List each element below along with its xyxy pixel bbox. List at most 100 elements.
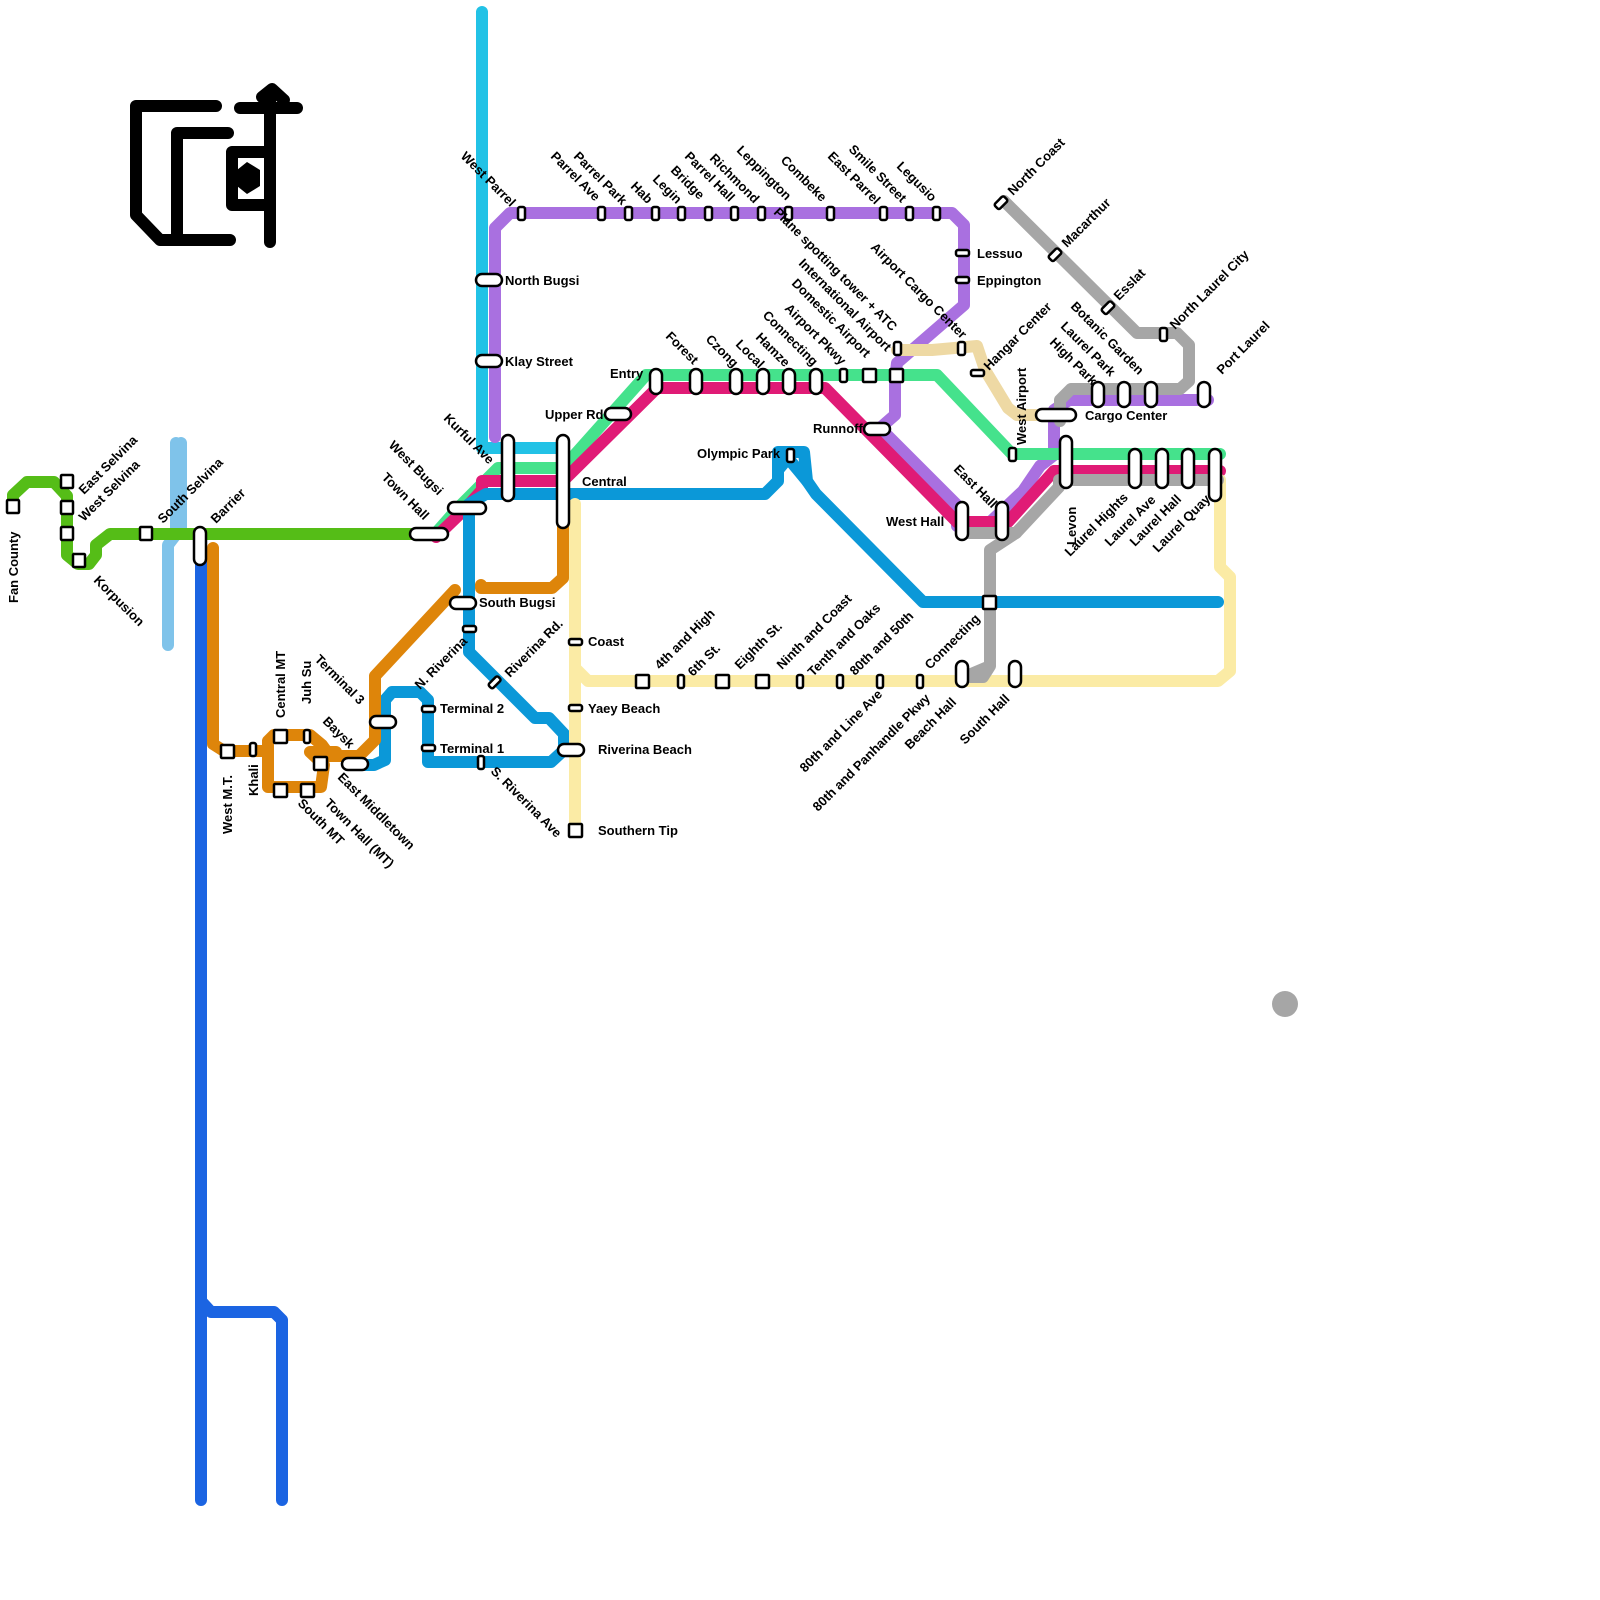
station-marker[interactable] (783, 205, 794, 222)
station-marker[interactable] (272, 728, 289, 745)
station-marker[interactable] (368, 714, 398, 730)
station-marker[interactable] (756, 205, 767, 222)
station-marker[interactable] (302, 728, 312, 745)
station-marker[interactable] (567, 703, 584, 713)
station-marker[interactable] (981, 594, 998, 611)
station-marker[interactable] (862, 421, 892, 437)
station-marker[interactable] (754, 673, 771, 690)
station-marker[interactable] (555, 433, 571, 530)
station-marker[interactable] (596, 205, 607, 222)
station-marker[interactable] (634, 673, 651, 690)
station-marker[interactable] (138, 525, 154, 542)
station-marker[interactable] (781, 367, 797, 396)
station-label: Riverina Beach (598, 742, 692, 757)
station-marker[interactable] (993, 195, 1009, 211)
station-marker[interactable] (838, 367, 849, 384)
station-marker[interactable] (272, 782, 289, 799)
station-marker[interactable] (192, 525, 208, 567)
station-marker[interactable] (861, 367, 878, 384)
station-marker[interactable] (567, 637, 584, 647)
line-blue-loop (772, 452, 813, 487)
station-marker[interactable] (1180, 447, 1196, 490)
station-marker[interactable] (892, 340, 903, 357)
station-marker[interactable] (808, 367, 824, 396)
station-marker[interactable] (954, 248, 971, 258)
station-label: West M.T. (220, 775, 235, 834)
station-marker[interactable] (59, 473, 75, 490)
station-marker[interactable] (785, 447, 796, 464)
station-marker[interactable] (1007, 659, 1023, 689)
station-marker[interactable] (650, 205, 661, 222)
station-marker[interactable] (420, 704, 437, 714)
station-marker[interactable] (556, 742, 586, 758)
station-marker[interactable] (994, 500, 1010, 542)
station-marker[interactable] (954, 275, 971, 285)
station-marker[interactable] (703, 205, 714, 222)
station-marker[interactable] (1058, 434, 1074, 490)
station-marker[interactable] (688, 367, 704, 396)
station-marker[interactable] (755, 367, 771, 396)
station-marker[interactable] (448, 595, 478, 611)
station-marker[interactable] (461, 624, 478, 634)
station-marker[interactable] (500, 433, 516, 503)
station-marker[interactable] (248, 741, 258, 758)
station-marker[interactable] (420, 743, 437, 753)
station-marker[interactable] (795, 673, 805, 690)
station-marker[interactable] (1007, 446, 1018, 463)
station-marker[interactable] (1143, 380, 1159, 409)
station-marker[interactable] (904, 205, 915, 222)
station-marker[interactable] (59, 525, 75, 542)
line-orange (475, 494, 569, 594)
station-marker[interactable] (1127, 447, 1143, 490)
station-marker[interactable] (956, 340, 967, 357)
station-marker[interactable] (888, 367, 905, 384)
station-label: Connecting (922, 611, 983, 672)
station-marker[interactable] (875, 673, 885, 690)
station-marker[interactable] (648, 367, 664, 396)
station-marker[interactable] (1100, 300, 1116, 316)
station-marker[interactable] (931, 205, 942, 222)
station-marker[interactable] (1047, 247, 1063, 263)
station-marker[interactable] (5, 498, 21, 515)
station-marker[interactable] (676, 673, 686, 690)
station-marker[interactable] (1090, 380, 1106, 409)
station-marker[interactable] (408, 526, 450, 542)
station-marker[interactable] (340, 756, 370, 772)
station-marker[interactable] (1154, 447, 1170, 490)
station-markers (5, 195, 1223, 839)
station-marker[interactable] (1158, 326, 1169, 343)
station-marker[interactable] (728, 367, 744, 396)
station-label: North Coast (1005, 134, 1069, 198)
station-marker[interactable] (835, 673, 845, 690)
station-marker[interactable] (59, 499, 75, 516)
station-marker[interactable] (446, 500, 488, 516)
station-marker[interactable] (969, 368, 986, 378)
station-marker[interactable] (1034, 407, 1078, 423)
station-marker[interactable] (623, 205, 634, 222)
station-marker[interactable] (676, 205, 687, 222)
station-marker[interactable] (1207, 447, 1223, 503)
station-marker[interactable] (219, 743, 236, 760)
station-marker[interactable] (603, 406, 633, 422)
station-label: Fan County (6, 531, 21, 603)
station-marker[interactable] (1116, 380, 1132, 409)
station-marker[interactable] (474, 353, 504, 369)
station-marker[interactable] (312, 755, 329, 772)
station-marker[interactable] (474, 272, 504, 288)
station-marker[interactable] (299, 782, 316, 799)
station-marker[interactable] (714, 673, 731, 690)
station-marker[interactable] (954, 659, 970, 689)
station-marker[interactable] (954, 500, 970, 542)
station-marker[interactable] (567, 822, 584, 839)
station-marker[interactable] (729, 205, 740, 222)
station-marker[interactable] (487, 675, 502, 690)
station-marker[interactable] (825, 205, 836, 222)
station-marker[interactable] (915, 673, 925, 690)
station-label: Central MT (273, 651, 288, 718)
station-marker[interactable] (878, 205, 889, 222)
station-marker[interactable] (476, 754, 486, 771)
station-marker[interactable] (71, 552, 87, 569)
station-marker[interactable] (516, 205, 527, 222)
station-marker[interactable] (1196, 380, 1212, 409)
